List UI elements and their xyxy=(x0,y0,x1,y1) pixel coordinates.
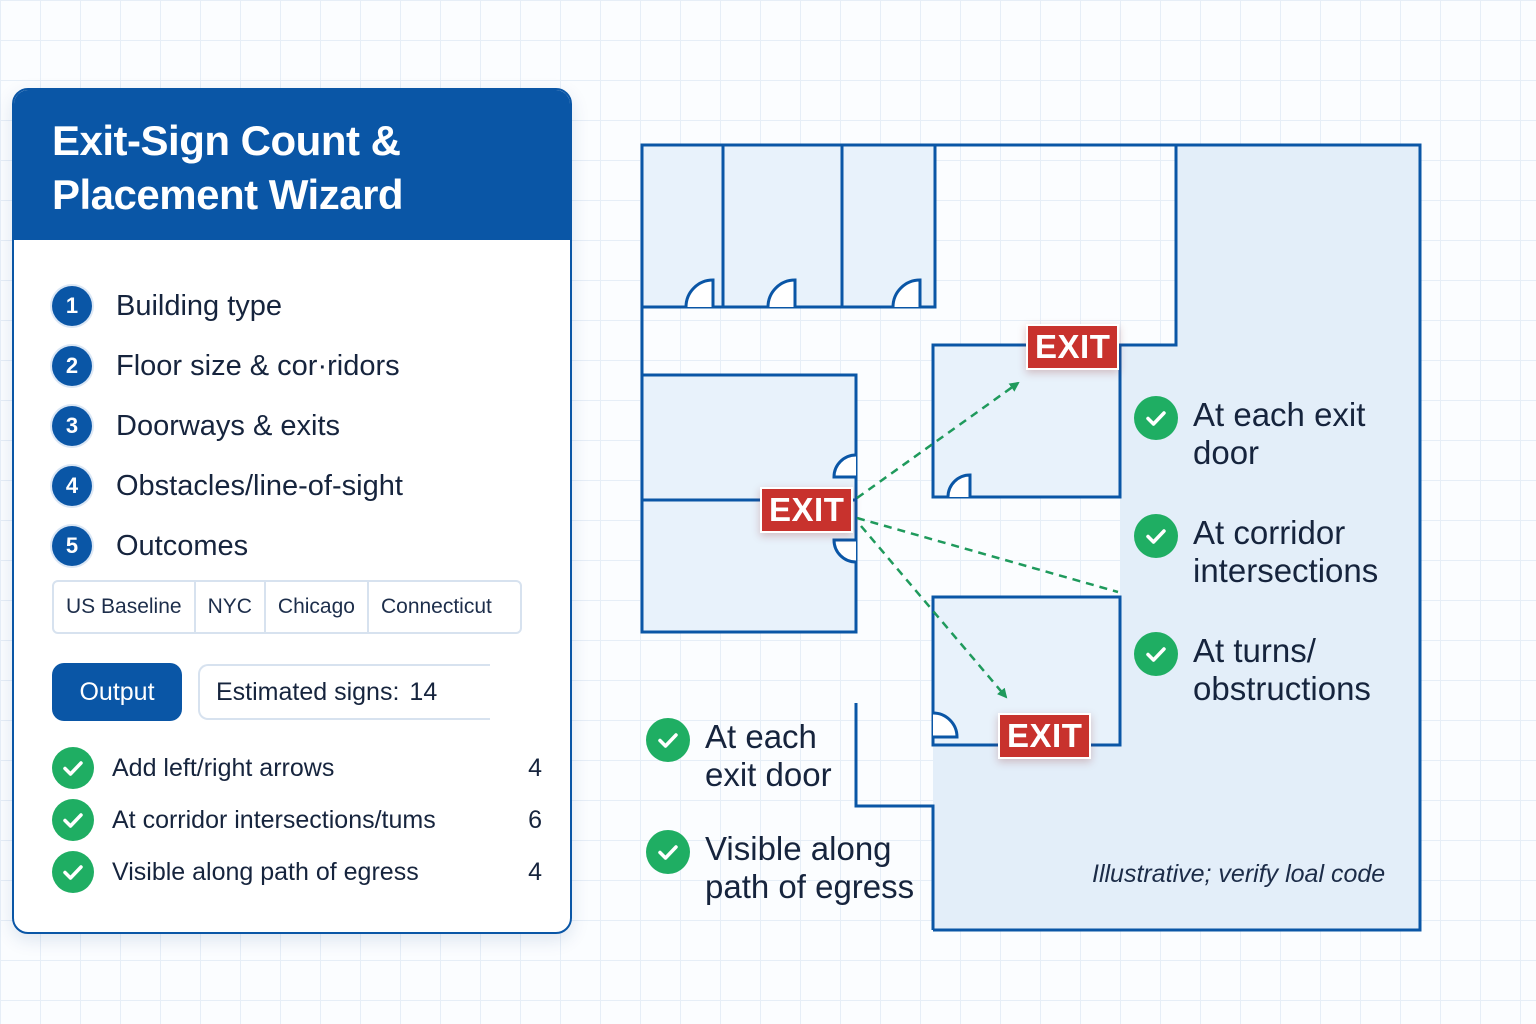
estimate-field: Estimated signs: 14 xyxy=(198,664,490,720)
building-outline xyxy=(642,143,1422,932)
tip-exit-door-left: At each exit door xyxy=(646,718,855,794)
result-label: Visible along path of egress xyxy=(112,857,419,886)
tip-text: At corridor intersections xyxy=(1193,514,1379,589)
jurisdiction-connecticut[interactable]: Connecticut xyxy=(380,595,492,618)
estimate-label: Estimated signs: xyxy=(216,677,400,706)
check-icon xyxy=(1134,632,1178,676)
result-label: At corridor intersections/tums xyxy=(112,805,436,834)
output-button[interactable]: Output xyxy=(52,663,182,721)
results-list: Add left/right arrows 4 At corridor inte… xyxy=(52,742,542,898)
step-floor-size[interactable]: 2 Floor size & cor·ridors xyxy=(52,336,403,396)
tip-text: Visible along path of egress xyxy=(705,830,915,905)
jurisdiction-nyc[interactable]: NYC xyxy=(196,582,266,632)
jurisdiction-selector: US Baseline NYC Chicago Connecticut xyxy=(52,580,522,634)
tip-corridor-intersections: At corridor intersections xyxy=(1134,514,1403,590)
result-row: Visible along path of egress 4 xyxy=(52,846,542,898)
check-icon xyxy=(1134,514,1178,558)
exit-sign-bottom: EXIT xyxy=(998,713,1092,759)
output-row: Output Estimated signs: 14 xyxy=(52,663,490,721)
step-obstacles[interactable]: 4 Obstacles/line-of-sight xyxy=(52,456,403,516)
step-number: 3 xyxy=(52,406,92,446)
result-count: 6 xyxy=(528,805,542,834)
tip-path-of-egress: Visible along path of egress xyxy=(646,830,945,906)
tip-text: At each exit door xyxy=(1193,396,1366,471)
tip-turns-obstructions: At turns/ obstructions xyxy=(1134,632,1403,708)
exit-sign-left: EXIT xyxy=(760,487,854,533)
step-building-type[interactable]: 1 Building type xyxy=(52,276,403,336)
result-label: Add left/right arrows xyxy=(112,753,335,782)
estimate-value: 14 xyxy=(409,677,438,706)
step-label: Outcomes xyxy=(116,529,249,562)
result-count: 4 xyxy=(528,753,542,782)
wizard-header: Exit-Sign Count & Placement Wizard xyxy=(14,90,570,240)
step-label: Obstacles/line-of-sight xyxy=(116,469,403,502)
result-row: At corridor intersections/tums 6 xyxy=(52,794,542,846)
step-label: Floor size & cor·ridors xyxy=(116,349,400,382)
tip-text: At each exit door xyxy=(705,718,832,793)
egress-arrow-2 xyxy=(856,516,1119,594)
step-label: Doorways & exits xyxy=(116,409,341,442)
step-number: 2 xyxy=(52,346,92,386)
step-doorways[interactable]: 3 Doorways & exits xyxy=(52,396,403,456)
office-2 xyxy=(721,143,844,309)
step-list: 1 Building type 2 Floor size & cor·ridor… xyxy=(52,276,403,576)
step-label: Building type xyxy=(116,289,283,322)
check-icon xyxy=(646,830,690,874)
check-icon xyxy=(52,799,94,841)
wizard-panel: Exit-Sign Count & Placement Wizard 1 Bui… xyxy=(12,88,572,934)
tip-exit-door-right: At each exit door xyxy=(1134,396,1393,472)
jurisdiction-chicago[interactable]: Chicago xyxy=(266,582,369,632)
egress-arrow-1 xyxy=(856,381,1020,500)
check-icon xyxy=(646,718,690,762)
check-icon xyxy=(52,851,94,893)
step-number: 1 xyxy=(52,286,92,326)
jurisdiction-us-baseline[interactable]: US Baseline xyxy=(54,582,196,632)
disclaimer: Illustrative; verify loal code xyxy=(1092,860,1386,888)
egress-arrow-3 xyxy=(860,525,1008,699)
step-number: 5 xyxy=(52,526,92,566)
check-icon xyxy=(52,747,94,789)
tip-text: At turns/ obstructions xyxy=(1193,632,1371,707)
wizard-title: Exit-Sign Count & Placement Wizard xyxy=(52,117,404,218)
step-number: 4 xyxy=(52,466,92,506)
exit-sign-top: EXIT xyxy=(1026,324,1120,370)
step-outcomes[interactable]: 5 Outcomes xyxy=(52,516,403,576)
check-icon xyxy=(1134,396,1178,440)
result-count: 4 xyxy=(528,857,542,886)
result-row: Add left/right arrows 4 xyxy=(52,742,542,794)
